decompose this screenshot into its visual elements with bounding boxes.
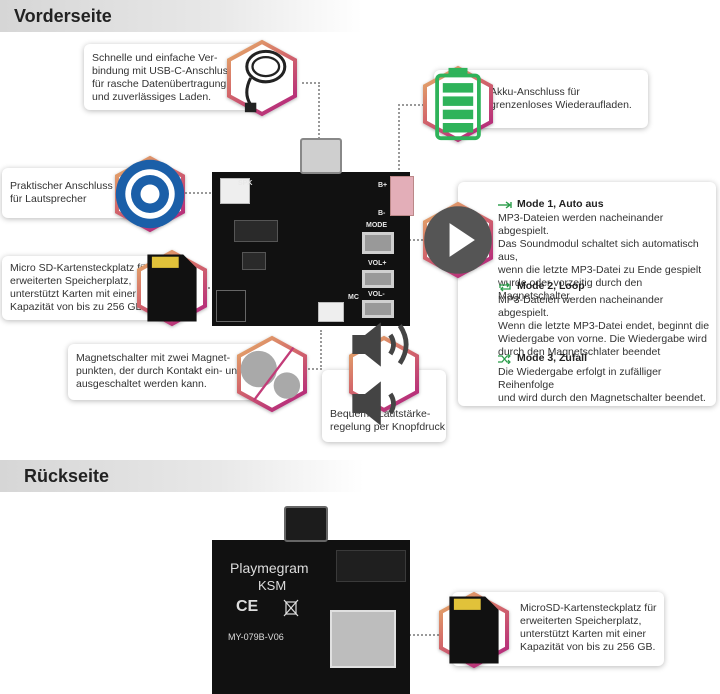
usb-cable-icon [244,49,287,113]
connector-line-mode [390,239,430,241]
callout-sd-front-text: Micro SD-Kartensteckplatz für erweiterte… [10,262,149,313]
back-label-code: MY-079B-V06 [228,632,284,642]
mode-2-title-row: Mode 2, Loop [498,280,585,293]
usb-c-port [300,138,342,174]
sd-card-icon-back [449,596,499,664]
callout-modes: Mode 1, Auto aus MP3-Dateien werden nach… [458,182,716,406]
weee-bin-icon [283,599,299,617]
mode-shuffle-icon [498,353,511,364]
callout-usb-text: Schnelle und einfache Ver- bindung mit U… [92,52,234,103]
connector-line-speaker [182,192,222,194]
hex-sd-front [134,249,210,327]
callout-battery-text: Akku-Anschluss für grenzenloses Wiederau… [490,86,632,111]
chip-secondary [242,252,266,270]
board-label-bplus: B+ [378,182,388,189]
back-board: Playmegram KSM CE MY-079B-V06 [212,506,410,694]
board-label-volplus: VOL+ [368,260,387,267]
hex-battery [420,65,496,143]
sd-card-icon [147,254,197,322]
volume-down-icon [352,381,396,426]
hex-magnet [234,335,310,413]
chip-main [234,220,278,242]
board-label-mc: MC [348,294,359,301]
back-section-header: Rückseite [0,460,364,492]
mode-loop-icon [499,282,511,291]
mode-1-body: MP3-Dateien werden nacheinander abgespie… [498,212,702,302]
battery-icon [435,67,481,141]
back-label-model: KSM [258,578,287,593]
hex-volume [346,322,422,426]
usb-c-port-back [284,506,328,542]
mode-2-body: MP3-Dateien werden nacheinander abgespie… [498,294,710,358]
hex-usb [224,39,300,117]
mode-3-title: Mode 3, Zufall [517,352,588,364]
sd-slot-back [330,610,396,668]
board-label-mode: MODE [366,222,387,229]
callout-sd-back-text: MicroSD-Kartensteckplatz für erweiterten… [520,602,657,653]
magnet-connector [318,302,344,322]
front-board: SPK B+ B- MODE VOL+ VOL- MC [212,138,414,326]
hex-sd-back [436,591,512,669]
volume-up-icon [352,322,409,367]
sd-holder-front [216,290,246,322]
hex-speaker [112,155,188,233]
speaker-connector [220,178,250,204]
vol-plus-button [362,270,394,288]
callout-speaker-text: Praktischer Anschluss für Lautsprecher [10,180,113,205]
mode-autooff-icon [498,200,512,209]
connector-line-magnet [296,330,322,370]
front-section-header: Vorderseite [0,0,362,32]
mode-button [362,232,394,254]
play-icon [424,206,492,274]
hex-mode [420,201,496,279]
mode-1-title: Mode 1, Auto aus [517,198,604,210]
connector-line-usb [302,82,320,146]
connector-line-battery [398,104,428,182]
callout-magnet-text: Magnetschalter mit zwei Magnet- punkten,… [76,352,243,390]
mode-1-title-row: Mode 1, Auto aus [498,198,604,211]
board-label-spk: SPK [238,180,253,187]
vol-minus-button [362,300,394,318]
mode-2-title: Mode 2, Loop [517,280,585,292]
magnet-switch-icon [240,346,301,402]
battery-connector [390,176,414,216]
mode-3-title-row: Mode 3, Zufall [498,352,587,365]
board-label-bminus: B- [378,210,386,217]
speaker-connector-icon [115,159,185,229]
board-label-volminus: VOL- [368,291,385,298]
back-label-brand: Playmegram [230,560,309,576]
mode-3-body: Die Wiedergabe erfolgt in zufälliger Rei… [498,366,706,404]
battery-connector-back [336,550,406,582]
back-label-ce: CE [236,598,259,615]
